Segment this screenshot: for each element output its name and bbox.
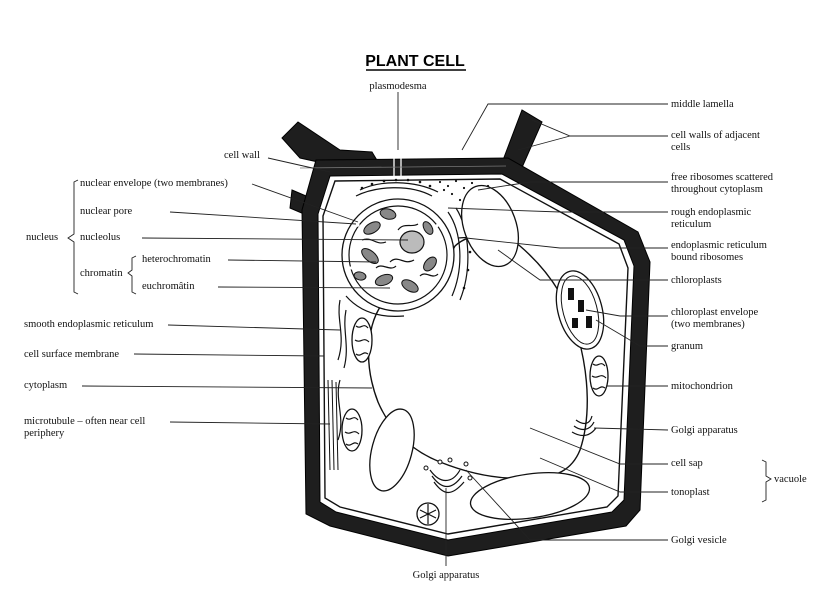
chloroplast-upper (461, 184, 519, 268)
chromatin-blobs (353, 208, 437, 293)
nucleolus (399, 230, 425, 254)
label-golgi-vesicle: Golgi vesicle (671, 535, 727, 546)
microtubules (327, 379, 339, 471)
label-rough-er-1: rough endoplasmic (671, 207, 752, 218)
mitochondrion-left-lower (341, 408, 363, 452)
label-tonoplast: tonoplast (671, 487, 710, 498)
golgi-apparatus-right (571, 415, 597, 437)
label-microtubule-2: periphery (24, 428, 65, 439)
chromatin-brace (127, 255, 137, 295)
smooth-er (337, 299, 347, 441)
nucleus-inner-envelope (348, 205, 448, 305)
label-free-ribosomes-2: throughout cytoplasm (671, 184, 763, 195)
label-free-ribosomes-1: free ribosomes scattered (671, 172, 774, 183)
diagram-title: PLANT CELL (365, 53, 465, 70)
golgi-vesicles (423, 457, 473, 481)
label-smooth-er: smooth endoplasmic reticulum (24, 319, 153, 330)
label-cell-sap: cell sap (671, 458, 703, 469)
vacuole-brace (761, 459, 772, 503)
leader-lines (81, 92, 669, 566)
label-cell-walls-adjacent-1: cell walls of adjacent (671, 130, 760, 141)
label-mitochondrion: mitochondrion (671, 381, 734, 392)
label-nuclear-envelope: nuclear envelope (two membranes) (80, 178, 228, 189)
label-euchromatin: euchromâtin (142, 281, 195, 292)
cell-surface-membrane (322, 178, 629, 535)
label-chloroplast-envelope-1: chloroplast envelope (671, 307, 759, 318)
golgi-apparatus-bottom (429, 469, 465, 494)
label-rough-er-2: reticulum (671, 219, 711, 230)
label-cell-surface-membrane: cell surface membrane (24, 349, 119, 360)
chloroplast-right (555, 270, 605, 350)
label-microtubule-1: microtubule – often near cell (24, 416, 145, 427)
label-heterochromatin: heterochromatin (142, 254, 212, 265)
middle-lamella-line (299, 165, 507, 169)
label-nucleus: nucleus (26, 232, 58, 243)
label-chloroplasts: chloroplasts (671, 275, 722, 286)
cell-wall (301, 157, 651, 557)
label-er-ribosomes-2: bound ribosomes (671, 252, 743, 263)
label-chromatin: chromatin (80, 268, 123, 279)
label-nuclear-pore: nuclear pore (80, 206, 133, 217)
label-chloroplast-envelope-2: (two membranes) (671, 319, 745, 330)
label-golgi-apparatus-right: Golgi apparatus (671, 425, 738, 436)
label-cytoplasm: cytoplasm (24, 380, 67, 391)
label-golgi-apparatus-bottom: Golgi apparatus (413, 570, 480, 581)
label-er-ribosomes-1: endoplasmic reticulum (671, 240, 767, 251)
label-middle-lamella: middle lamella (671, 99, 734, 110)
label-nucleolus: nucleolus (80, 232, 120, 243)
rough-er (345, 182, 469, 317)
label-vacuole: vacuole (774, 474, 807, 485)
label-granum: granum (671, 341, 703, 352)
mitochondrion-right (589, 355, 609, 397)
mitochondrion-cross-section (416, 502, 440, 526)
chromatin-threads (361, 223, 439, 277)
adjacent-wall-left (281, 121, 379, 167)
chloroplast-lower-left (369, 408, 415, 492)
label-plasmodesma: plasmodesma (369, 81, 426, 92)
grana (568, 288, 592, 328)
label-cell-wall: cell wall (224, 150, 260, 161)
nuclear-pores (348, 220, 442, 270)
nucleus-outer-envelope (341, 198, 455, 312)
mitochondrion-left-upper (351, 317, 373, 363)
cell-drawing (281, 109, 651, 557)
nucleus-brace (67, 179, 79, 295)
labels: plasmodesma middle lamella cell walls of… (24, 81, 807, 581)
label-cell-walls-adjacent-2: cells (671, 142, 690, 153)
